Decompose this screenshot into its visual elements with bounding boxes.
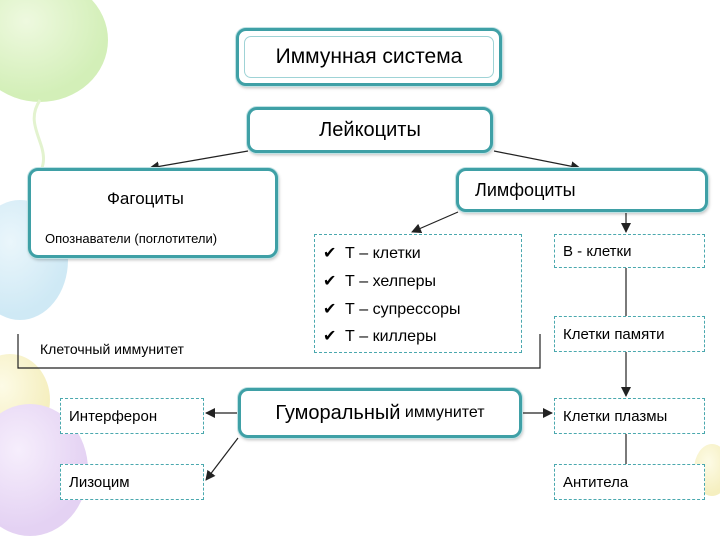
lymphocytes-box: Лимфоциты [456,168,708,212]
arrow-humoral-to-lysozyme [205,437,239,481]
phagocytes-title: Фагоциты [107,189,184,208]
t-cell-item: ✔ Т – супрессоры [323,297,461,325]
humoral-immunity-box: Гуморальный иммунитет [238,388,522,438]
t-cell-label: Т – клетки [345,245,421,262]
leukocytes-box: Лейкоциты [247,107,493,153]
plasma-cells-box: Клетки плазмы [554,398,705,434]
bubble-purple [0,404,88,536]
immune-system-title: Иммунная система [244,36,494,78]
antibodies-box: Антитела [554,464,705,500]
check-icon: ✔ [323,245,337,262]
lysozyme-box: Лизоцим [60,464,204,500]
memory-cells-box: Клетки памяти [554,316,705,352]
interferon-box: Интерферон [60,398,204,434]
humoral-word: Гуморальный [275,401,401,424]
cellular-immunity-bracket [17,334,541,369]
bubble-green [0,0,108,102]
b-cells-box: В - клетки [554,234,705,268]
check-icon: ✔ [323,300,337,318]
cellular-immunity-label: Клеточный иммунитет [40,341,184,357]
phagocytes-subtitle: Опознаватели (поглотители) [45,231,218,246]
t-cell-item: ✔ Т – киллеры [323,324,437,352]
check-icon: ✔ [323,328,337,346]
t-cells-box: ✔ Т – клетки ✔ Т – хелперы ✔ Т – супресс… [314,234,522,353]
immunity-word: иммунитет [404,404,485,421]
t-cell-label: Т – хелперы [345,272,437,290]
t-cell-item: ✔ Т – клетки [323,241,421,269]
immune-system-title-box: Иммунная система [236,28,502,86]
t-cell-item: ✔ Т – хелперы [323,269,437,297]
t-cell-label: Т – супрессоры [345,300,461,318]
arrow-leukocytes-to-phagocytes [149,150,249,172]
phagocytes-box: Фагоциты Опознаватели (поглотители) [28,168,278,258]
arrow-lymphocytes-to-tcells [411,211,459,233]
arrow-leukocytes-to-lymphocytes [493,150,581,172]
t-cell-label: Т – киллеры [345,328,437,346]
check-icon: ✔ [323,272,337,290]
